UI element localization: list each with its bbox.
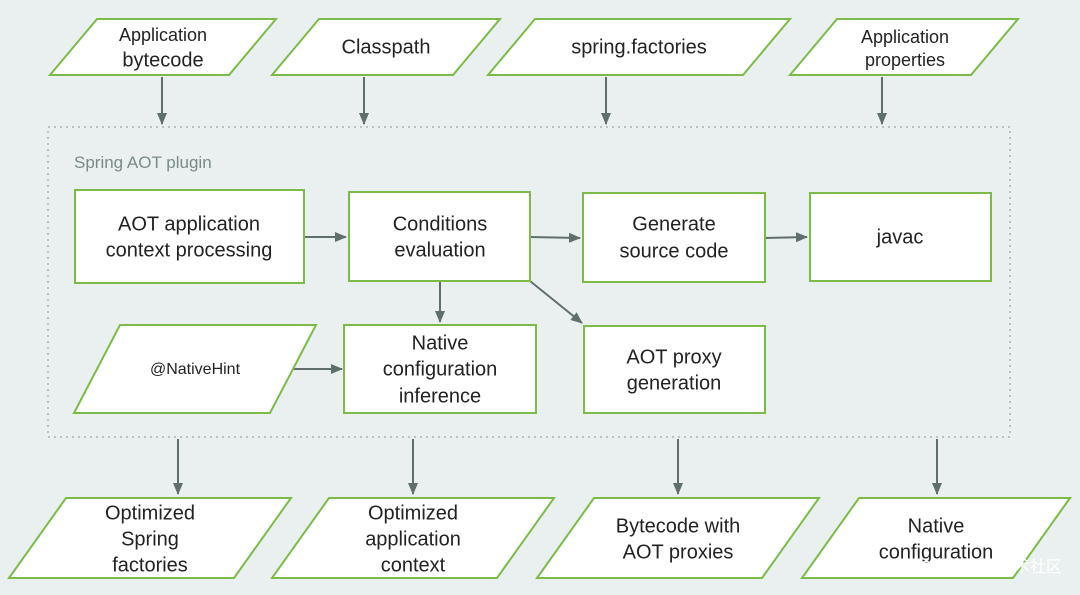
- node-conditions-evaluation-line-2: evaluation: [394, 239, 485, 261]
- node-javac-line-1: javac: [876, 226, 924, 248]
- output-native-configuration-line-1: Native: [908, 515, 965, 537]
- node-native-hint-line-1: @NativeHint: [150, 361, 241, 378]
- output-bytecode-with-aot-proxies-line-2: AOT proxies: [623, 541, 734, 563]
- input-application-properties-line-2: properties: [865, 50, 945, 70]
- input-application-bytecode: Application bytecode: [47, 18, 279, 76]
- output-optimized-application-context-line-3: context: [381, 554, 446, 576]
- node-native-configuration-inference-line-2: configuration: [383, 358, 498, 380]
- input-classpath: Classpath: [269, 18, 503, 76]
- node-aot-context-processing: AOT application context processing: [74, 189, 305, 284]
- node-aot-proxy-generation-line-2: generation: [627, 372, 722, 394]
- input-application-bytecode-line-2: bytecode: [122, 49, 203, 71]
- node-native-configuration-inference: Native configuration inference: [343, 324, 537, 414]
- output-optimized-spring-factories-line-1: Optimized: [105, 502, 195, 524]
- node-generate-source-code-line-1: Generate: [632, 213, 715, 235]
- node-generate-source-code-line-2: source code: [620, 240, 729, 262]
- plugin-container: [47, 126, 1011, 438]
- output-optimized-application-context: Optimized application context: [270, 497, 556, 579]
- input-spring-factories-line-1: spring.factories: [571, 36, 707, 58]
- plugin-label: Spring AOT plugin: [74, 153, 212, 172]
- edge-conditions-to-aot-proxy: [529, 280, 583, 324]
- output-native-configuration-line-2: configuration: [879, 541, 994, 563]
- node-native-hint: @NativeHint: [72, 324, 318, 414]
- edge-generate-to-javac: [764, 232, 808, 243]
- node-native-configuration-inference-line-1: Native: [412, 332, 469, 354]
- input-spring-factories: spring.factories: [485, 18, 793, 76]
- output-native-configuration: Native configuration: [800, 497, 1072, 579]
- node-aot-context-processing-line-1: AOT application: [118, 213, 260, 235]
- output-bytecode-with-aot-proxies: Bytecode with AOT proxies: [535, 497, 821, 579]
- node-conditions-evaluation: Conditions evaluation: [348, 191, 531, 282]
- watermark: @稀土掘金技术社区: [918, 557, 1062, 576]
- node-aot-proxy-generation: AOT proxy generation: [583, 325, 766, 414]
- output-optimized-application-context-line-2: application: [365, 528, 461, 550]
- output-optimized-spring-factories-line-3: factories: [112, 554, 188, 576]
- edge-conditions-to-generate: [529, 232, 581, 243]
- node-aot-proxy-generation-line-1: AOT proxy: [626, 346, 721, 368]
- input-application-properties-line-1: Application: [861, 27, 949, 47]
- output-optimized-spring-factories: Optimized Spring factories: [7, 497, 293, 579]
- node-native-configuration-inference-line-3: inference: [399, 385, 481, 407]
- output-bytecode-with-aot-proxies-line-1: Bytecode with: [616, 515, 741, 537]
- input-classpath-line-1: Classpath: [342, 36, 431, 58]
- node-conditions-evaluation-line-1: Conditions: [393, 213, 488, 235]
- node-generate-source-code: Generate source code: [582, 192, 766, 283]
- node-aot-context-processing-line-2: context processing: [106, 239, 273, 261]
- node-javac: javac: [809, 192, 992, 282]
- output-optimized-spring-factories-line-2: Spring: [121, 528, 179, 550]
- input-application-properties: Application properties: [787, 18, 1021, 76]
- output-optimized-application-context-line-1: Optimized: [368, 502, 458, 524]
- input-application-bytecode-line-1: Application: [119, 25, 207, 45]
